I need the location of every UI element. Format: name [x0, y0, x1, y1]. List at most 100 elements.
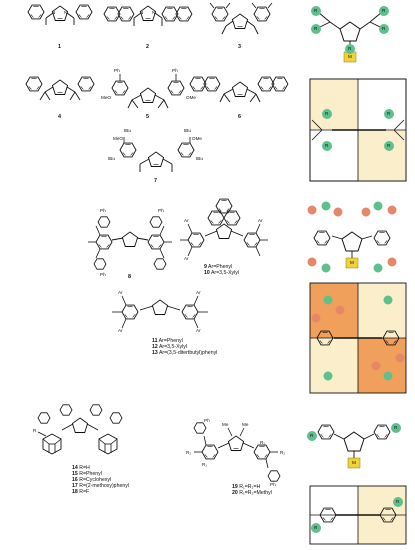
- atom-ar-9a: Ar: [184, 218, 189, 223]
- num-14: 14: [72, 465, 78, 471]
- schem3-box-r1: R: [314, 525, 318, 530]
- label-compound-8: 8: [128, 274, 131, 280]
- atom-n-1a: N: [52, 10, 56, 15]
- label-compound-11: 11 Ar=Phenyl: [152, 338, 183, 344]
- num-20: 20: [232, 490, 238, 496]
- atom-ome-7: OMe: [192, 136, 202, 141]
- schem1-box-r3: R: [387, 111, 391, 116]
- desc-17: R=(2-methoxy)phenyl: [79, 483, 129, 489]
- schem1-r5: R: [348, 46, 352, 51]
- schem1-box-r1: R: [325, 111, 329, 116]
- label-compound-20: 20 R₁=R₂=Methyl: [232, 490, 272, 496]
- atom-ph-8a: Ph: [100, 208, 106, 213]
- schem2-m: M: [350, 260, 354, 265]
- num-12: 12: [152, 344, 158, 350]
- compound-1: [27, 4, 93, 25]
- compound-6: [190, 77, 288, 103]
- desc-15: R=Phenyl: [79, 471, 102, 477]
- desc-13: Ar=(3,5-ditertbutyl)phenyl: [158, 350, 218, 356]
- desc-12: Ar=3,5-Xylyl: [158, 344, 188, 350]
- label-compound-19: 19 R₁=R₂=H: [232, 484, 260, 490]
- atom-r2-19b: R₂: [280, 450, 286, 455]
- label-compound-14: 14 R=H: [72, 465, 90, 471]
- schematic-1-top: [311, 6, 389, 63]
- schem1-r1: R: [314, 8, 318, 13]
- label-compound-6: 6: [238, 114, 241, 120]
- atom-tbu-7d: tBu: [196, 156, 203, 161]
- label-compound-1: 1: [58, 44, 61, 50]
- atom-ome-5: OMe: [186, 95, 196, 100]
- num-16: 16: [72, 477, 78, 483]
- num-18: 18: [72, 489, 78, 495]
- num-17: 17: [72, 483, 78, 489]
- desc-9: Ar=Phenyl: [208, 264, 233, 270]
- num-13: 13: [152, 350, 158, 356]
- schem1-r4: R: [382, 26, 386, 31]
- compound-14-18: [37, 404, 123, 455]
- label-compound-17: 17 R=(2-methoxy)phenyl: [72, 483, 129, 489]
- label-compound-16: 16 R=Cyclohexyl: [72, 477, 111, 483]
- schem1-m: M: [348, 54, 352, 59]
- desc-11: Ar=Phenyl: [158, 338, 183, 344]
- atom-n-2b: N: [152, 10, 156, 15]
- schematic-3-top: [307, 423, 401, 469]
- compound-11-13: [112, 295, 208, 329]
- atom-ar-11d: Ar: [196, 328, 201, 333]
- atom-tbu-7b: tBu: [184, 128, 191, 133]
- label-compound-7: 7: [154, 178, 157, 184]
- compound-3: [209, 2, 273, 35]
- atom-ar-9c: Ar: [184, 256, 189, 261]
- atom-tbu-7a: tBu: [124, 128, 131, 133]
- compound-8: [88, 216, 172, 270]
- compound-7: [119, 137, 195, 172]
- compound-19-20: [193, 422, 281, 482]
- schematic-3-box: [309, 485, 407, 545]
- atom-n-2a: N: [140, 10, 144, 15]
- schem1-r3: R: [382, 8, 386, 13]
- atom-me-19b: Me: [242, 422, 249, 427]
- schem1-r2: R: [314, 26, 318, 31]
- label-compound-9: 9 Ar=Phenyl: [204, 264, 232, 270]
- atom-tbu-7c: tBu: [108, 156, 115, 161]
- atom-meo-7: MeO: [113, 136, 123, 141]
- atom-r1-19a: R₁: [260, 440, 265, 445]
- label-compound-18: 18 R=F: [72, 489, 89, 495]
- compound-5: [111, 74, 185, 109]
- schem3-r2: R: [394, 425, 398, 430]
- schem1-box-r4: R: [387, 143, 391, 148]
- schem1-box-r2: R: [325, 143, 329, 148]
- atom-meo-5: MeO: [101, 95, 111, 100]
- atom-n-1b: N: [64, 10, 68, 15]
- compound-2: [104, 5, 192, 26]
- label-compound-5: 5: [146, 114, 149, 120]
- num-9: 9: [204, 264, 207, 270]
- schem3-r1: R: [310, 433, 314, 438]
- desc-18: R=F: [79, 489, 90, 495]
- compound-4: [25, 76, 95, 101]
- atom-ar-9b: Ar: [258, 218, 263, 223]
- desc-19: R₁=R₂=H: [239, 484, 261, 490]
- atom-ph-19b: Ph: [270, 482, 276, 487]
- label-compound-12: 12 Ar=3,5-Xylyl: [152, 344, 187, 350]
- atom-ar-11b: Ar: [196, 290, 201, 295]
- num-19: 19: [232, 484, 238, 490]
- label-compound-15: 15 R=Phenyl: [72, 471, 102, 477]
- schem3-box-r2: R: [396, 499, 400, 504]
- compound-9-10: [180, 198, 268, 257]
- atom-ar-11a: Ar: [118, 290, 123, 295]
- atom-ar-11c: Ar: [118, 328, 123, 333]
- atom-ph-5b: Ph: [172, 68, 178, 73]
- schematic-2-box: [309, 282, 407, 394]
- num-15: 15: [72, 471, 78, 477]
- atom-r1-19b: R₁: [202, 462, 207, 467]
- desc-20: R₁=R₂=Methyl: [239, 490, 272, 496]
- label-compound-3: 3: [238, 44, 241, 50]
- label-compound-10: 10 Ar=3,5-Xylyl: [204, 270, 239, 276]
- atom-ph-8b: Ph: [158, 208, 164, 213]
- atom-r-14: R: [33, 428, 37, 433]
- label-compound-4: 4: [58, 114, 61, 120]
- atom-ph-8c: Ph: [100, 272, 106, 277]
- schematic-2-top: [307, 201, 397, 273]
- num-11: 11: [152, 338, 158, 344]
